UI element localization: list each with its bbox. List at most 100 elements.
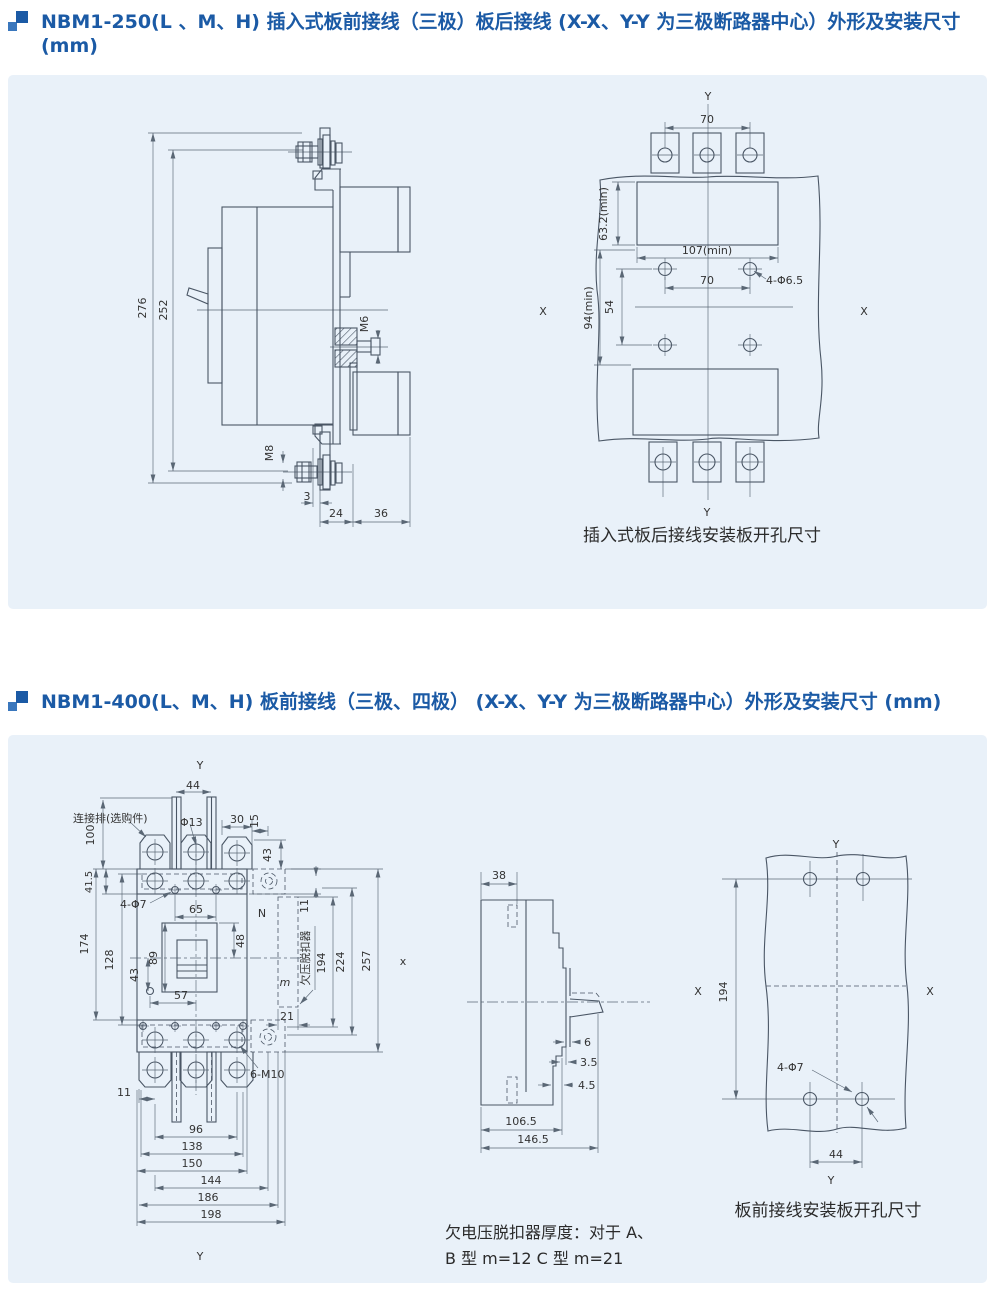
- dim-63-label: 63.2(min): [597, 187, 610, 241]
- dim-41-5-label: 41.5: [84, 871, 95, 893]
- dim-44-label: 44: [186, 779, 200, 792]
- axis-x-left-label: X: [539, 305, 547, 318]
- dim-36-label: 36: [374, 507, 388, 520]
- plate-view-hole-crosses: [653, 258, 762, 356]
- busbar-label: 连接排(选购件): [73, 811, 148, 825]
- front-view-centerlines: [130, 840, 300, 1095]
- profile-view-dashed: [506, 904, 602, 1104]
- dim-174-label: 174: [78, 934, 91, 955]
- plate-view-leader-arrows: [753, 270, 767, 280]
- dim-54-label: 54: [603, 300, 616, 314]
- pole-n-label: N: [258, 907, 266, 920]
- dim-94-label: 94(min): [582, 286, 595, 329]
- dim-276-label: 276: [136, 298, 149, 319]
- axis-x-right-label: X: [860, 305, 868, 318]
- front-view-dashed: [141, 868, 299, 1122]
- plate2-leader-arrows: [811, 1069, 879, 1123]
- plate2-extension-lines: [722, 854, 912, 1168]
- dim-194-label: 194: [315, 953, 328, 974]
- front-view-labels: Y 44 连接排(选购件) 100 Φ13 30 15 43 41.5 4-Φ7…: [73, 759, 407, 1263]
- dim-146-5-label: 146.5: [517, 1133, 549, 1146]
- dim-252-label: 252: [157, 300, 170, 321]
- dim-138-label: 138: [182, 1140, 203, 1153]
- profile-view-extension-lines: [480, 872, 599, 1153]
- dim-70-top-label: 70: [700, 113, 714, 126]
- dim-30-label: 30: [230, 813, 244, 826]
- dim-224-label: 224: [334, 952, 347, 973]
- dim-65-label: 65: [189, 903, 203, 916]
- side-view-outline: [186, 127, 411, 491]
- dim-phi13-label: Φ13: [180, 816, 203, 829]
- dim-48-label: 48: [234, 934, 247, 948]
- section-bullet-icon: [8, 691, 30, 713]
- axis-x-right-label: X: [926, 985, 934, 998]
- plate2-caption: 板前接线安装板开孔尺寸: [735, 1201, 922, 1221]
- note-line2: B 型 m=12 C 型 m=21: [445, 1249, 623, 1268]
- section2-title: NBM1-400(L、M、H) 板前接线（三极、四极） (X-X、Y-Y 为三极…: [41, 691, 942, 713]
- dim-186-label: 186: [198, 1191, 219, 1204]
- dim-100-label: 100: [84, 825, 97, 846]
- note-line1: 欠电压脱扣器厚度：对于 A、: [445, 1223, 653, 1242]
- plate2-centerlines: [766, 852, 906, 1133]
- dim-194-label: 194: [717, 982, 730, 1003]
- dim-44-label: 44: [829, 1148, 843, 1161]
- side-view-labels: 276 252 M6 M8 3 24 36: [136, 298, 388, 521]
- dim-89-label: 89: [147, 951, 160, 965]
- dim-4phi7-label: 4-Φ7: [120, 898, 147, 911]
- front-view-outline: [136, 796, 254, 1123]
- plate2-outline: [763, 854, 909, 1132]
- uv-release-label: 欠压脱扣器: [298, 931, 312, 986]
- side-view-dimension-lines: [150, 133, 410, 525]
- nbm1-250-panel: 276 252 M6 M8 3 24 36: [8, 75, 987, 609]
- dim-257-label: 257: [360, 951, 373, 972]
- dim-38-label: 38: [492, 869, 506, 882]
- nbm1-400-drawing: Y 44 连接排(选购件) 100 Φ13 30 15 43 41.5 4-Φ7…: [73, 759, 934, 1268]
- dim-m8-label: M8: [263, 445, 276, 462]
- dim-106-5-label: 106.5: [505, 1115, 537, 1128]
- section2-header: NBM1-400(L、M、H) 板前接线（三极、四极） (X-X、Y-Y 为三极…: [8, 690, 988, 714]
- axis-x-left-label: X: [694, 985, 702, 998]
- section1-header: NBM1-250(L 、M、H) 插入式板前接线（三极）板后接线 (X-X、Y-…: [8, 10, 988, 58]
- dim-57-label: 57: [174, 989, 188, 1002]
- dim-21-label: 21: [280, 1010, 294, 1023]
- section-bullet-icon: [8, 11, 30, 33]
- dim-3-label: 3: [304, 490, 311, 503]
- dim-96-label: 96: [189, 1123, 203, 1136]
- axis-y-bottom-label: Y: [703, 506, 711, 519]
- axis-y-bottom-label: Y: [196, 1250, 204, 1263]
- axis-y-top-label: Y: [832, 838, 840, 851]
- dim-11-bot-label: 11: [117, 1086, 131, 1099]
- axis-y-bottom-label: Y: [827, 1174, 835, 1187]
- dim-6m10-label: 6-M10: [250, 1068, 284, 1081]
- nbm1-400-panel: Y 44 连接排(选购件) 100 Φ13 30 15 43 41.5 4-Φ7…: [8, 735, 987, 1283]
- side-view-leader-arrows: [280, 330, 381, 506]
- plate2-dimension-lines: [733, 879, 862, 1165]
- front-view-leader-arrows: [129, 821, 319, 1069]
- dim-70-mid-label: 70: [700, 274, 714, 287]
- dim-11-top-label: 11: [298, 899, 311, 913]
- plate2-labels: Y X X 194 4-Φ7 44 Y 板前接线安装板开孔尺寸: [694, 838, 934, 1221]
- dim-43-mid-label: 43: [128, 968, 141, 982]
- plate-view-labels: Y 70 63.2(min) 107(min) 4-Φ6.5 70 94(min…: [539, 90, 868, 546]
- uv-release-note: 欠电压脱扣器厚度：对于 A、 B 型 m=12 C 型 m=21: [445, 1223, 653, 1268]
- dim-144-label: 144: [201, 1174, 222, 1187]
- dim-128-label: 128: [103, 950, 116, 971]
- dim-m6-label: M6: [358, 316, 371, 333]
- dim-3-5-label: 3.5: [580, 1056, 598, 1069]
- plate-view-caption: 插入式板后接线安装板开孔尺寸: [583, 526, 821, 546]
- dim-198-label: 198: [201, 1208, 222, 1221]
- dim-24-label: 24: [329, 507, 343, 520]
- profile-view-labels: 38 6 3.5 4.5 106.5 146.5: [492, 869, 598, 1146]
- profile-view-dimension-lines: [481, 881, 598, 1151]
- axis-x-right-label: x: [400, 955, 407, 968]
- dim-43-top-label: 43: [261, 848, 274, 862]
- section1-title: NBM1-250(L 、M、H) 插入式板前接线（三极）板后接线 (X-X、Y-…: [41, 11, 961, 57]
- dim-4phi7-label: 4-Φ7: [777, 1061, 804, 1074]
- plate-view-dimension-lines: [597, 125, 778, 365]
- dim-6-label: 6: [584, 1036, 591, 1049]
- dim-15-label: 15: [248, 814, 261, 828]
- nbm1-250-drawing: 276 252 M6 M8 3 24 36: [136, 90, 868, 546]
- plate-view-outline: [595, 132, 823, 483]
- front-view-dimension-lines: [93, 789, 381, 1225]
